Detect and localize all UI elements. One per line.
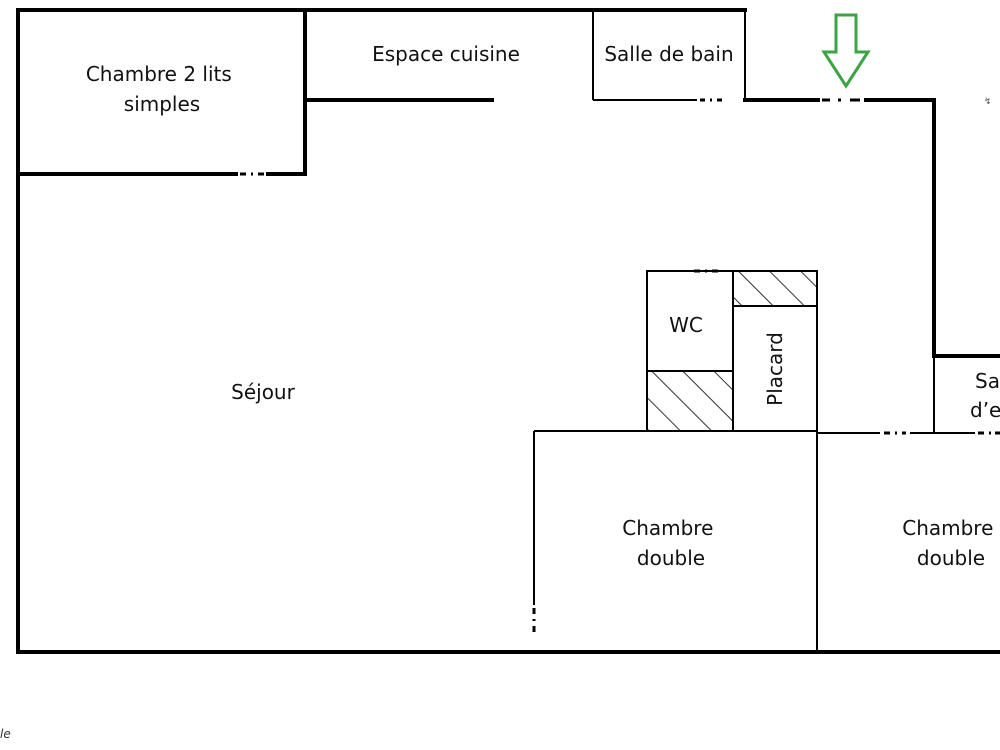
room-label-sejour: Séjour [231,380,295,404]
walls [16,8,1000,654]
door-marks [240,98,1000,632]
room-label-chambre-double-2: Chambre double [902,516,1000,570]
hatch-wc [648,372,732,430]
small-mark-bottom-left: le [0,727,11,741]
room-label-wc: WC [669,313,703,337]
room-label-chambre-2-lits: Chambre 2 lits simples [86,62,238,116]
arrow-down-icon [821,13,871,89]
small-mark-top-right: ↯ [984,97,992,107]
hatch-placard [734,272,816,305]
room-label-chambre-double-1: Chambre double [622,516,720,570]
room-label-espace-cuisine: Espace cuisine [372,42,520,66]
room-label-salle-eau: Sa d’e [970,369,1000,422]
room-label-salle-de-bain: Salle de bain [604,42,733,66]
room-label-placard: Placard [763,332,787,406]
